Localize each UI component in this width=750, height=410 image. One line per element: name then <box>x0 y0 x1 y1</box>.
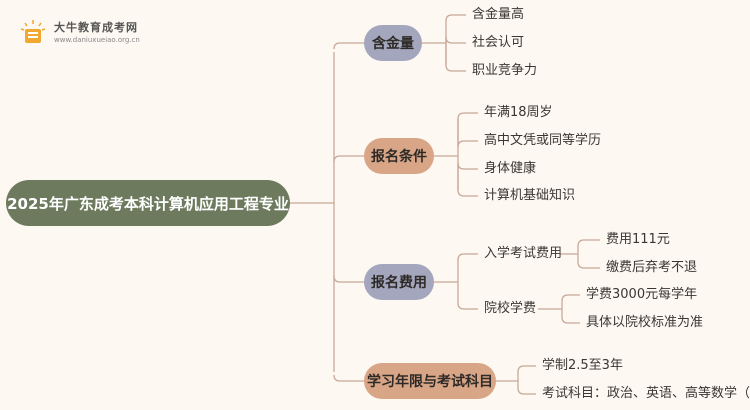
watermark-logo: 大牛教育成考网 www.daniuxueiao.org.cn <box>18 18 140 48</box>
leaf-tuition-amount: 学费3000元每学年 <box>586 287 698 302</box>
root-node: 2025年广东成考本科计算机应用工程专业 <box>6 180 290 226</box>
leaf-exam-subjects: 考试科目：政治、英语、高等数学（二） <box>542 386 750 401</box>
branch-fees: 报名费用 <box>364 264 434 300</box>
leaf-fee-amount: 费用111元 <box>606 232 670 247</box>
book-icon <box>18 18 48 48</box>
leaf-tuition-standard: 具体以院校标准为准 <box>586 315 704 330</box>
leaf-computer-basics: 计算机基础知识 <box>484 188 576 203</box>
leaf-education: 高中文凭或同等学历 <box>484 133 602 148</box>
leaf-age: 年满18周岁 <box>484 105 553 120</box>
leaf-social-recognition: 社会认可 <box>472 35 525 50</box>
leaf-duration: 学制2.5至3年 <box>542 358 623 373</box>
leaf-no-refund: 缴费后弃考不退 <box>606 260 698 275</box>
branch-requirements: 报名条件 <box>364 138 434 174</box>
branch-value: 含金量 <box>364 25 422 61</box>
branch-duration-subjects: 学习年限与考试科目 <box>364 363 496 399</box>
leaf-health: 身体健康 <box>484 161 537 176</box>
leaf-competitiveness: 职业竞争力 <box>472 63 538 78</box>
watermark-url: www.daniuxueiao.org.cn <box>54 36 140 44</box>
watermark-name: 大牛教育成考网 <box>54 21 138 34</box>
subgroup-exam-fee: 入学考试费用 <box>484 246 563 261</box>
leaf-value-high: 含金量高 <box>472 7 525 22</box>
subgroup-tuition: 院校学费 <box>484 301 537 316</box>
